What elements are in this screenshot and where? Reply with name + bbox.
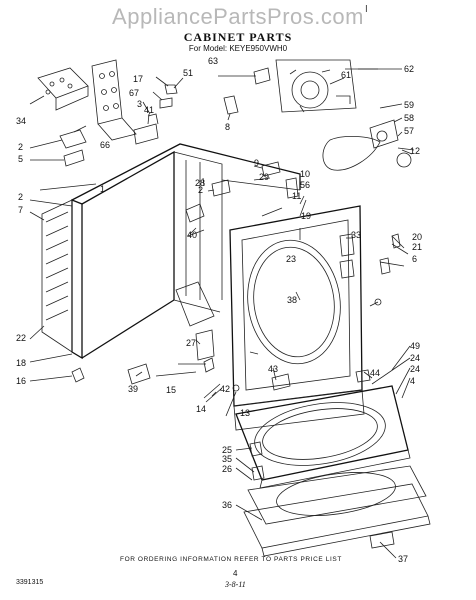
callout-62: 62 (404, 64, 414, 74)
callout-30: 29 (259, 172, 269, 182)
callout-40: 40 (187, 230, 197, 240)
callout-37: 37 (398, 554, 408, 564)
door-assembly (235, 385, 431, 557)
callout-6: 6 (412, 254, 417, 264)
document-number: 3391315 (16, 579, 44, 586)
callout-29: 28 (195, 178, 205, 188)
callout-21: 21 (412, 242, 422, 252)
callout-51: 51 (183, 68, 193, 78)
callout-22: 22 (16, 333, 26, 343)
callout-34: 34 (16, 116, 26, 126)
callout-14: 14 (196, 404, 206, 414)
callout-1: 1 (100, 184, 105, 194)
callout-56: 56 (300, 180, 310, 190)
callout-27: 26 (222, 464, 232, 474)
terminal-block-part (91, 59, 137, 141)
callout-67: 67 (129, 88, 139, 98)
callout-26: 25 (222, 445, 232, 455)
callout-2-b: 2 (18, 192, 23, 202)
callout-25: 24 (410, 353, 420, 363)
callout-4: 4 (410, 376, 415, 386)
callout-13: 13 (240, 408, 250, 418)
ordering-note: FOR ORDERING INFORMATION REFER TO PARTS … (120, 556, 342, 563)
callout-63: 63 (208, 56, 218, 66)
leader-lines (29, 68, 413, 559)
callout-9: 9 (254, 158, 259, 168)
callout-7: 7 (18, 205, 23, 215)
page-number: 4 (233, 569, 238, 578)
toe-panel (233, 369, 371, 431)
callout-38: 38 (287, 295, 297, 305)
wiring-bracket-part (37, 67, 89, 111)
callout-15: 15 (166, 385, 176, 395)
callout-58: 58 (404, 113, 414, 123)
callout-28: 27 (186, 338, 196, 348)
callout-49: 49 (410, 341, 420, 351)
callout-2-c: 2 (198, 185, 203, 195)
callout-16: 16 (16, 376, 26, 386)
callout-44: 44 (370, 368, 380, 378)
callout-24: 24 (410, 364, 420, 374)
callout-41: 41 (144, 105, 154, 115)
callout-labels: 17 67 3 41 51 63 8 61 62 59 58 57 12 34 … (16, 56, 422, 564)
callout-59: 59 (404, 100, 414, 110)
date-mark: 3-8-11 (225, 580, 246, 589)
cabinet-body (71, 143, 301, 360)
corner-mark: I (365, 4, 368, 15)
callout-17: 17 (133, 74, 143, 84)
callout-66: 66 (100, 140, 110, 150)
callout-33: 33 (351, 230, 361, 240)
callout-3: 3 (137, 99, 142, 109)
diagram-title: CABINET PARTS (183, 30, 293, 44)
model-line: For Model: KEYE950VWH0 (188, 44, 288, 53)
front-bulkhead (229, 205, 363, 407)
callout-43: 43 (268, 364, 278, 374)
callout-5: 5 (18, 154, 23, 164)
callout-18: 18 (16, 358, 26, 368)
callout-61: 61 (341, 70, 351, 80)
callout-2-a: 2 (18, 142, 23, 152)
callout-35: 35 (222, 454, 232, 464)
callout-11: 11 (292, 191, 301, 201)
callout-8: 8 (225, 122, 230, 132)
callout-19: 19 (301, 211, 311, 221)
callout-12: 12 (410, 146, 420, 156)
callout-10: 10 (300, 169, 310, 179)
callout-57: 57 (404, 126, 414, 136)
watermark: AppliancePartsPros.com (112, 4, 364, 29)
side-panel (41, 199, 73, 353)
callout-23: 23 (286, 254, 296, 264)
callout-42: 42 (220, 384, 230, 394)
motor-assembly (275, 59, 357, 113)
callout-39: 39 (128, 384, 138, 394)
callout-36: 36 (222, 500, 232, 510)
callout-20: 20 (412, 232, 422, 242)
